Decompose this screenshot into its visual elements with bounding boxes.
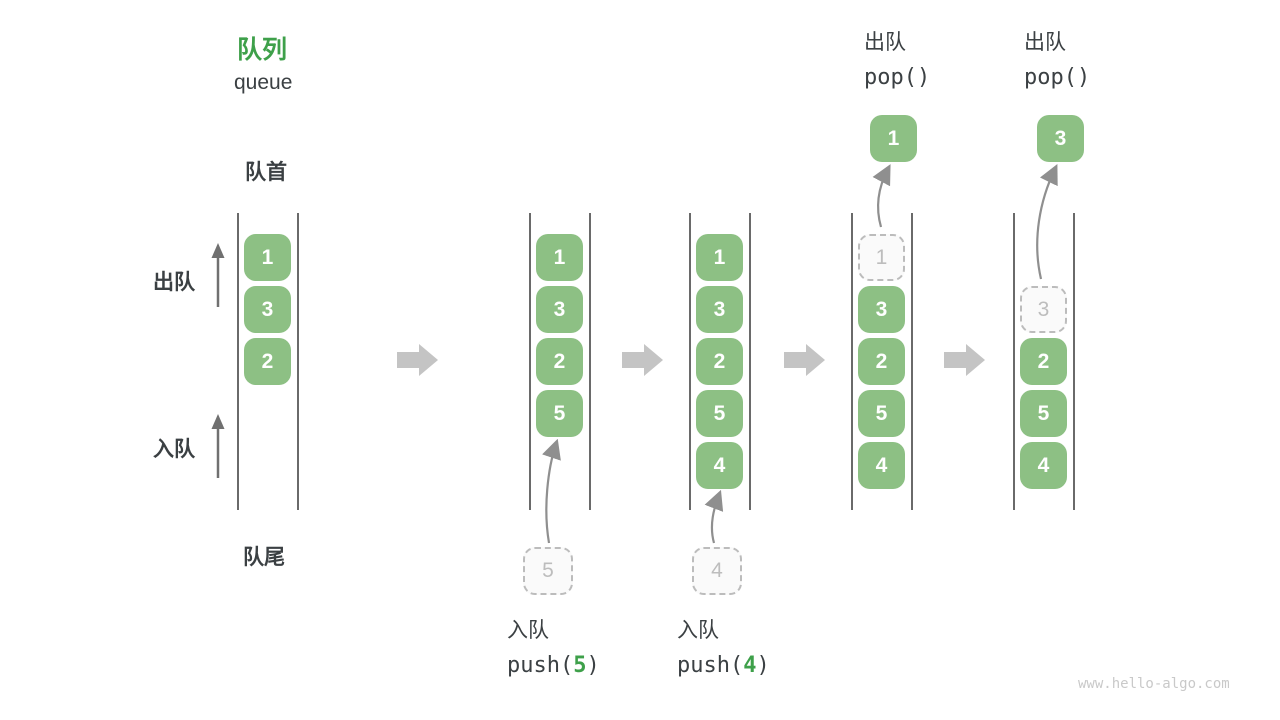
pop-arrow-icon xyxy=(872,164,891,228)
queue-item: 2 xyxy=(858,338,905,385)
queue-item: 5 xyxy=(696,390,743,437)
queue-wall xyxy=(297,213,299,510)
incoming-item: 5 xyxy=(523,547,573,595)
queue-wall xyxy=(529,213,531,510)
diagram-title-zh: 队列 xyxy=(237,36,288,64)
diagram-title-en: queue xyxy=(234,71,293,94)
dequeue-side-label: 出队 xyxy=(153,271,195,294)
queue-item: 5 xyxy=(1020,390,1067,437)
transition-arrow-icon xyxy=(784,344,825,376)
queue-front-label: 队首 xyxy=(245,161,287,184)
enqueue-arrow-icon xyxy=(211,414,225,478)
queue-item: 2 xyxy=(1020,338,1067,385)
push5-code: push(5) xyxy=(507,653,600,678)
queue-rear-label: 队尾 xyxy=(243,546,285,569)
dequeue-arrow-icon xyxy=(211,243,225,307)
pop1-code: pop() xyxy=(864,65,931,90)
transition-arrow-icon xyxy=(944,344,985,376)
push5-zh: 入队 xyxy=(507,619,549,642)
pop1-zh: 出队 xyxy=(864,31,906,54)
queue-item: 4 xyxy=(858,442,905,489)
queue-item: 4 xyxy=(1020,442,1067,489)
incoming-item: 4 xyxy=(692,547,742,595)
removed-item: 3 xyxy=(1020,286,1067,333)
popped-item: 1 xyxy=(870,115,917,162)
queue-wall xyxy=(1013,213,1015,510)
transition-arrow-icon xyxy=(397,344,438,376)
popped-item: 3 xyxy=(1037,115,1084,162)
queue-item: 2 xyxy=(244,338,291,385)
watermark: www.hello-algo.com xyxy=(1078,676,1230,692)
queue-item: 2 xyxy=(696,338,743,385)
push-arrow-icon xyxy=(704,489,724,544)
pop2-code: pop() xyxy=(1024,65,1091,90)
queue-item: 1 xyxy=(536,234,583,281)
queue-wall xyxy=(911,213,913,510)
queue-item: 4 xyxy=(696,442,743,489)
queue-item: 5 xyxy=(536,390,583,437)
queue-item: 3 xyxy=(536,286,583,333)
queue-wall xyxy=(589,213,591,510)
queue-wall xyxy=(851,213,853,510)
pop-arrow-icon xyxy=(1036,164,1058,280)
pop1-operation-label: 出队 pop() xyxy=(864,30,930,91)
queue-item: 5 xyxy=(858,390,905,437)
queue-item: 3 xyxy=(858,286,905,333)
transition-arrow-icon xyxy=(622,344,663,376)
enqueue-side-label: 入队 xyxy=(153,438,195,461)
push4-code: push(4) xyxy=(677,653,770,678)
queue-item: 2 xyxy=(536,338,583,385)
queue-wall xyxy=(237,213,239,510)
pop2-zh: 出队 xyxy=(1024,31,1066,54)
push4-operation-label: 入队 push(4) xyxy=(677,618,770,679)
queue-wall xyxy=(1073,213,1075,510)
queue-item: 1 xyxy=(244,234,291,281)
queue-item: 3 xyxy=(696,286,743,333)
push4-zh: 入队 xyxy=(677,619,719,642)
removed-item: 1 xyxy=(858,234,905,281)
pop2-operation-label: 出队 pop() xyxy=(1024,30,1090,91)
queue-wall xyxy=(749,213,751,510)
queue-wall xyxy=(689,213,691,510)
push5-operation-label: 入队 push(5) xyxy=(507,618,600,679)
queue-item: 3 xyxy=(244,286,291,333)
queue-item: 1 xyxy=(696,234,743,281)
push-arrow-icon xyxy=(542,438,561,544)
